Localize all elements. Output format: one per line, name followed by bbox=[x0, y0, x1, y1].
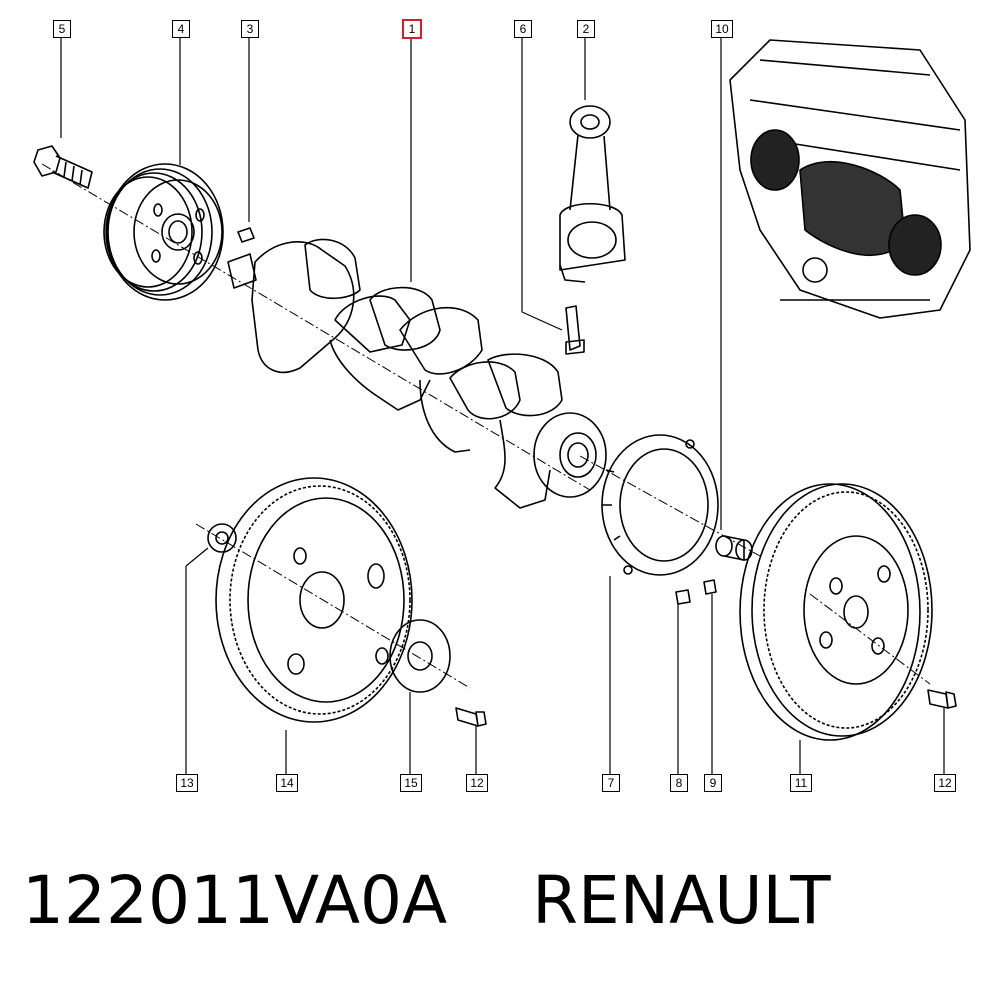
woodruff-key bbox=[237, 227, 255, 243]
callout-3: 3 bbox=[241, 20, 259, 38]
callout-8: 8 bbox=[670, 774, 688, 792]
dual-mass-flywheel bbox=[739, 483, 933, 741]
part-number: 122011VA0A bbox=[22, 862, 448, 939]
callout-14: 14 bbox=[276, 774, 298, 792]
callout-4: 4 bbox=[172, 20, 190, 38]
flywheel-bolt-left bbox=[455, 707, 487, 727]
callout-10: 10 bbox=[711, 20, 733, 38]
assembly-axis bbox=[41, 163, 931, 689]
flywheel-flex-plate bbox=[215, 477, 413, 723]
brand-name: RENAULT bbox=[532, 862, 831, 939]
connecting-rod bbox=[559, 105, 626, 283]
dowel-pin bbox=[703, 579, 717, 595]
pilot-bushing bbox=[715, 535, 753, 561]
engine-thumbnail bbox=[729, 39, 971, 319]
leader-lines bbox=[60, 37, 945, 774]
exploded-parts-diagram bbox=[33, 37, 971, 774]
callout-13: 13 bbox=[176, 774, 198, 792]
callout-6: 6 bbox=[514, 20, 532, 38]
rod-bolt bbox=[565, 305, 585, 355]
callout-12-left: 12 bbox=[466, 774, 488, 792]
washer bbox=[207, 523, 237, 553]
crankshaft bbox=[227, 238, 607, 509]
callout-15: 15 bbox=[400, 774, 422, 792]
callout-2: 2 bbox=[577, 20, 595, 38]
callout-12-right: 12 bbox=[934, 774, 956, 792]
callout-7: 7 bbox=[602, 774, 620, 792]
adaptor-plate bbox=[389, 619, 451, 693]
callout-5: 5 bbox=[53, 20, 71, 38]
flywheel-bolt-right bbox=[927, 689, 957, 709]
reluctor-ring bbox=[601, 434, 719, 576]
callout-11: 11 bbox=[790, 774, 812, 792]
pulley-bolt bbox=[33, 145, 93, 189]
callout-9: 9 bbox=[704, 774, 722, 792]
callout-1-highlighted: 1 bbox=[402, 19, 422, 39]
crankshaft-pulley bbox=[103, 163, 224, 301]
part-caption: 122011VA0A RENAULT bbox=[22, 862, 831, 939]
ring-bolt bbox=[675, 589, 691, 605]
